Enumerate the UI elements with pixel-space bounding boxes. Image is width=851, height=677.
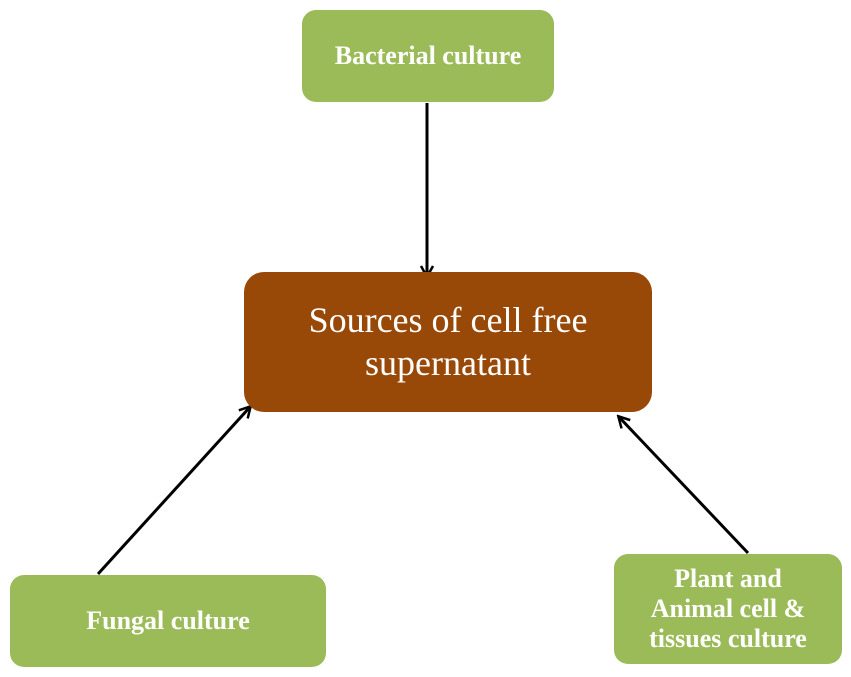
arrow-plant-to-center (619, 417, 750, 555)
cell-free-supernatant-node: Sources of cell free supernatant (244, 272, 652, 412)
plant-label-line1: Plant and (674, 564, 782, 594)
center-label-line1: Sources of cell free (308, 299, 588, 340)
plant-label-line2: Animal cell & (650, 594, 806, 624)
plant-label-line3: tissues culture (649, 623, 807, 653)
bacterial-culture-node: Bacterial culture (302, 10, 554, 102)
bacterial-culture-label: Bacterial culture (334, 41, 522, 71)
arrow-fungal-to-center (96, 407, 250, 576)
fungal-culture-node: Fungal culture (10, 575, 326, 667)
center-label-line2: supernatant (365, 343, 531, 383)
plant-animal-culture-node: Plant and Animal cell & tissues culture (614, 554, 842, 664)
fungal-culture-label: Fungal culture (86, 606, 250, 636)
